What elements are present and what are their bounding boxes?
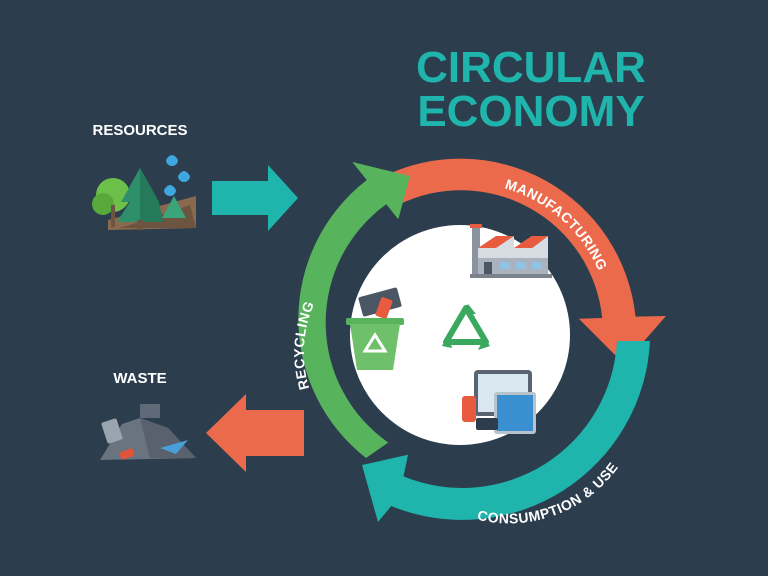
title-line-1: CIRCULAR [416, 43, 646, 92]
waste-pile-icon [100, 404, 196, 460]
waste-arrow [206, 394, 304, 472]
waste-label: WASTE [113, 370, 166, 387]
consumption-arc [362, 341, 650, 522]
recycling-arc [298, 162, 410, 458]
recycle-bin-icon [346, 287, 404, 370]
devices-icon [462, 370, 536, 434]
recycle-symbol-icon [442, 304, 490, 350]
resources-label: RESOURCES [92, 122, 187, 139]
resources-arrow [212, 165, 298, 231]
title-line-2: ECONOMY [417, 87, 644, 136]
factory-icon [470, 224, 552, 278]
tree-water-icon [92, 155, 196, 230]
